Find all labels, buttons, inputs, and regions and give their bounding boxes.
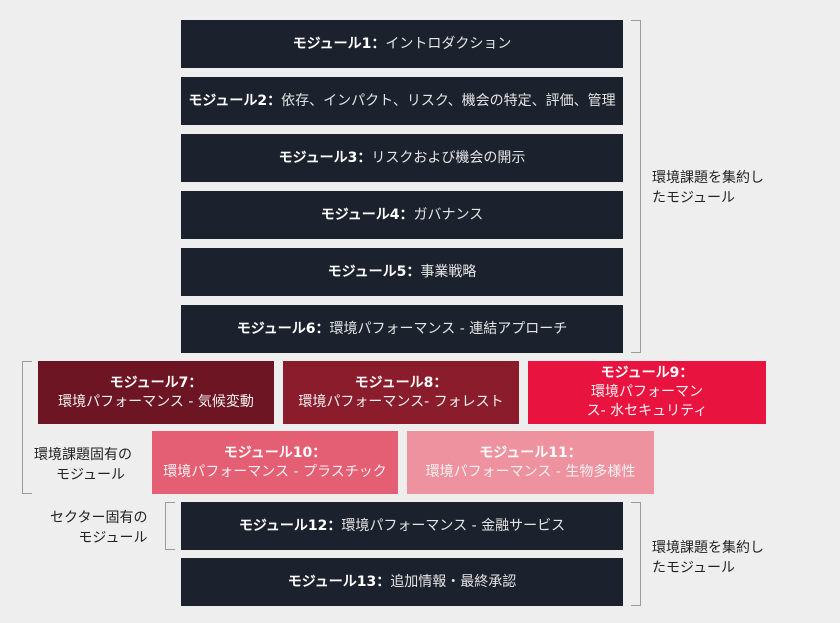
module-5-desc: 事業戦略 <box>420 263 477 280</box>
module-12-name: モジュール12： <box>238 517 342 534</box>
module-10-box: モジュール10： 環境パフォーマンス - プラスチック <box>152 431 398 494</box>
module-11-box: モジュール11： 環境パフォーマンス - 生物多様性 <box>407 431 654 494</box>
label-sector-specific-line2: モジュール <box>78 530 148 546</box>
module-6-name: モジュール6： <box>236 320 330 337</box>
module-11-name: モジュール11： <box>479 444 582 461</box>
module-5-box: モジュール5：事業戦略 <box>181 248 623 296</box>
label-integrated-top-line2: たモジュール <box>652 190 736 206</box>
bracket-issue-specific <box>22 361 32 494</box>
module-13-name: モジュール13： <box>287 573 391 590</box>
module-8-desc: 環境パフォーマンス- フォレスト <box>298 393 504 410</box>
label-sector-specific-line1: セクター固有の <box>50 510 148 526</box>
module-7-name: モジュール7： <box>109 374 203 391</box>
module-5-name: モジュール5： <box>327 263 421 280</box>
bracket-sector-specific <box>165 502 175 550</box>
bracket-integrated-top <box>631 20 641 353</box>
module-7-box: モジュール7： 環境パフォーマンス - 気候変動 <box>38 361 274 424</box>
module-3-name: モジュール3： <box>278 149 372 166</box>
module-6-box: モジュール6：環境パフォーマンス - 連結アプローチ <box>181 305 623 353</box>
module-1-box: モジュール1：イントロダクション <box>181 20 623 68</box>
label-issue-specific: 環境課題固有の モジュール <box>34 445 132 485</box>
label-integrated-top: 環境課題を集約し たモジュール <box>652 168 764 208</box>
label-issue-specific-line2: モジュール <box>56 467 126 483</box>
module-4-desc: ガバナンス <box>413 206 484 223</box>
module-7-desc: 環境パフォーマンス - 気候変動 <box>58 393 254 410</box>
label-issue-specific-line1: 環境課題固有の <box>34 447 132 463</box>
module-6-desc: 環境パフォーマンス - 連結アプローチ <box>329 320 568 337</box>
label-integrated-bottom-line2: たモジュール <box>652 560 736 576</box>
label-integrated-top-line1: 環境課題を集約し <box>652 170 764 186</box>
label-integrated-bottom: 環境課題を集約し たモジュール <box>652 538 764 578</box>
label-integrated-bottom-line1: 環境課題を集約し <box>652 540 764 556</box>
module-1-desc: イントロダクション <box>385 35 512 52</box>
module-13-desc: 追加情報・最終承認 <box>390 573 517 590</box>
module-11-desc: 環境パフォーマンス - 生物多様性 <box>425 463 636 480</box>
module-9-box: モジュール9： 環境パフォーマン ス- 水セキュリティ <box>528 361 766 424</box>
module-3-desc: リスクおよび機会の開示 <box>371 149 526 166</box>
module-8-name: モジュール8： <box>354 374 448 391</box>
module-9-desc-line1: 環境パフォーマン <box>591 384 703 400</box>
module-4-box: モジュール4：ガバナンス <box>181 191 623 239</box>
module-13-box: モジュール13：追加情報・最終承認 <box>181 558 623 606</box>
module-3-box: モジュール3：リスクおよび機会の開示 <box>181 134 623 182</box>
module-10-desc: 環境パフォーマンス - プラスチック <box>163 463 387 480</box>
module-2-desc: 依存、インパクト、リスク、機会の特定、評価、管理 <box>281 92 616 109</box>
module-1-name: モジュール1： <box>292 35 386 52</box>
module-4-name: モジュール4： <box>320 206 414 223</box>
bracket-integrated-bottom <box>631 502 641 606</box>
module-10-name: モジュール10： <box>223 444 327 461</box>
label-sector-specific: セクター固有の モジュール <box>50 508 147 548</box>
module-9-name: モジュール9： <box>600 365 694 381</box>
module-2-name: モジュール2： <box>188 92 282 109</box>
module-2-box: モジュール2：依存、インパクト、リスク、機会の特定、評価、管理 <box>181 77 623 125</box>
module-12-desc: 環境パフォーマンス - 金融サービス <box>341 517 566 534</box>
module-12-box: モジュール12：環境パフォーマンス - 金融サービス <box>181 502 623 550</box>
module-9-desc-line2: ス- 水セキュリティ <box>586 403 708 419</box>
module-8-box: モジュール8： 環境パフォーマンス- フォレスト <box>283 361 519 424</box>
